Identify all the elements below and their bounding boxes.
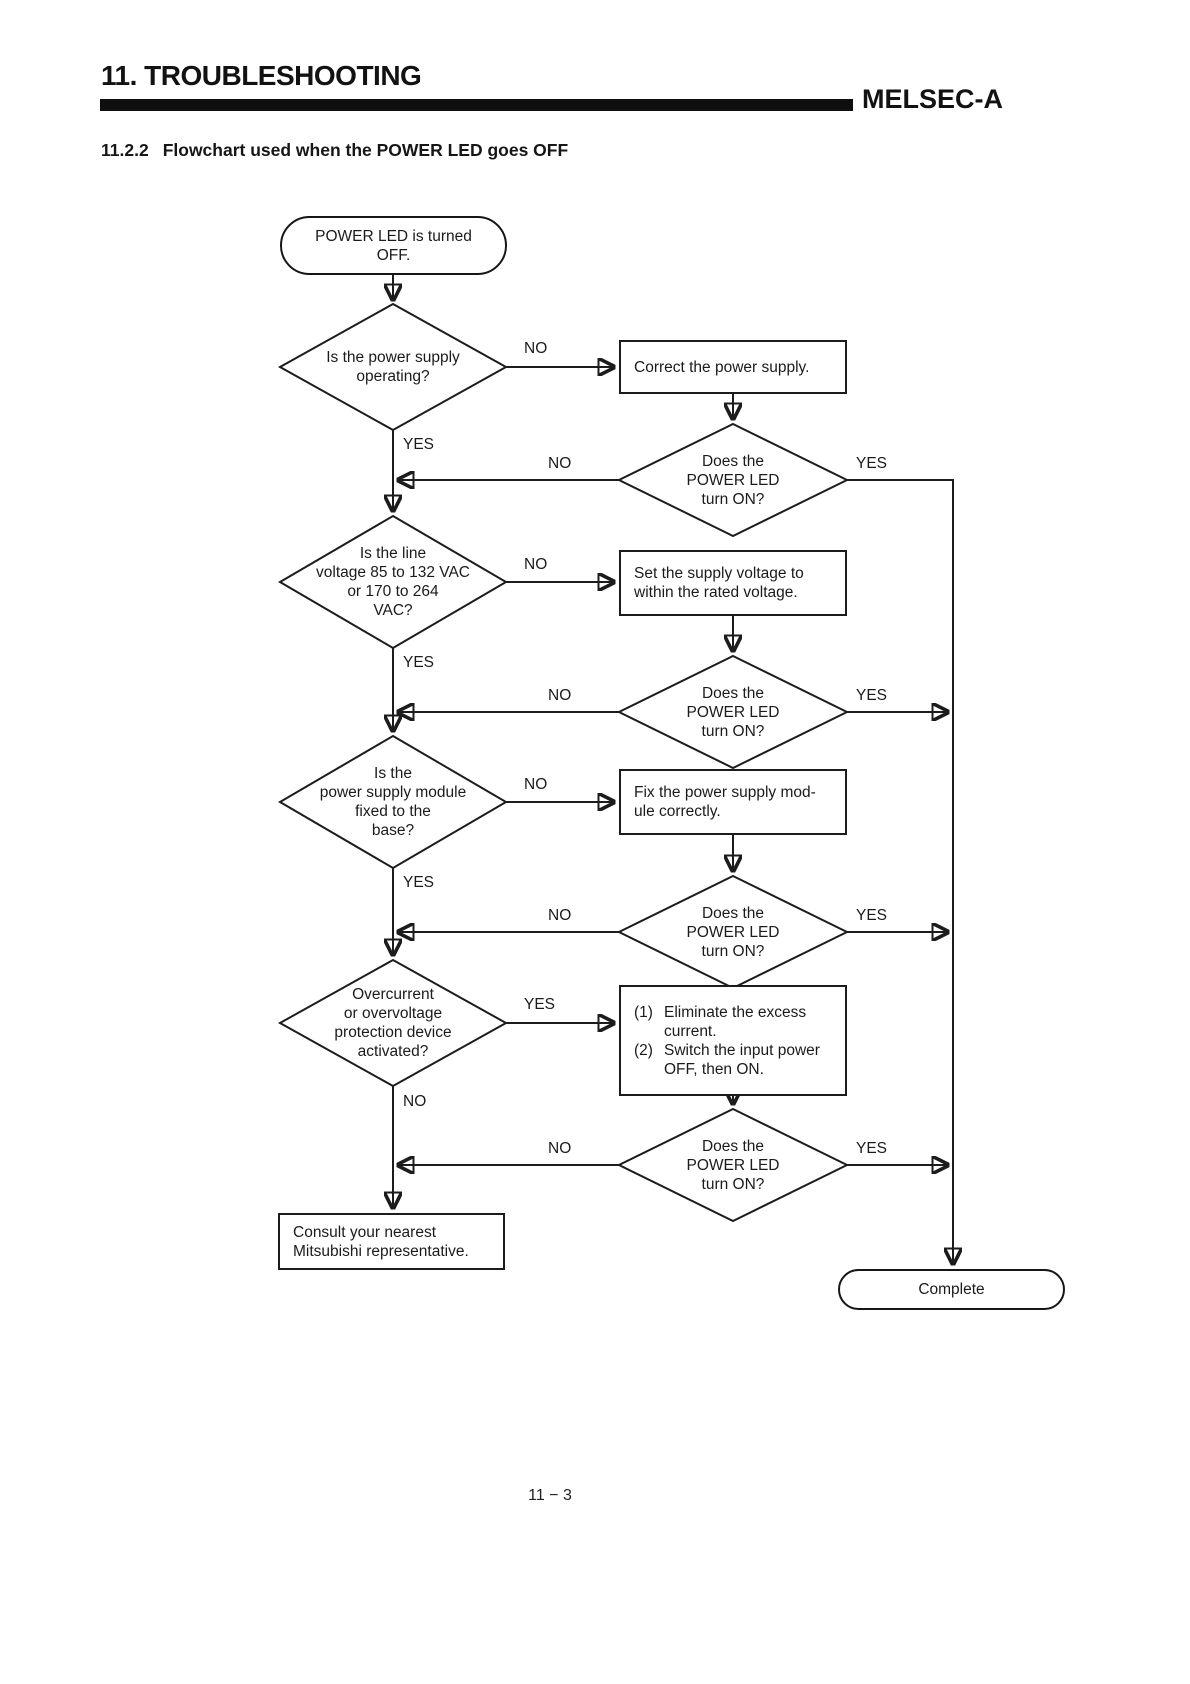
label-yes-does1: YES: [856, 455, 888, 472]
diamond-shape: [280, 304, 506, 430]
diamond-shape: [280, 516, 506, 648]
label-no-does4: NO: [548, 1140, 572, 1157]
label-yes-does3: YES: [856, 907, 888, 924]
decision-does-led-turn-on-2: Does the POWER LED turn ON?: [619, 656, 847, 768]
label-yes-does4: YES: [856, 1140, 888, 1157]
label-no-does2: NO: [548, 687, 572, 704]
diamond-shape: [280, 736, 506, 868]
terminator-power-led-off: POWER LED is turned OFF.: [280, 216, 507, 275]
diamond-shape: [619, 1109, 847, 1221]
section-title: 11.2.2 Flowchart used when the POWER LED …: [101, 140, 568, 161]
eliminate-step-1: (1) Eliminate the excess current.: [634, 1003, 807, 1040]
label-no-does1: NO: [548, 455, 572, 472]
decision-does-led-turn-on-4: Does the POWER LED turn ON?: [619, 1109, 847, 1221]
brand-melsec-a: MELSEC-A: [862, 84, 1003, 114]
edge-does1-yes-to-complete: [847, 479, 953, 1263]
process-eliminate-excess-current: (1) Eliminate the excess current. (2) Sw…: [619, 985, 847, 1096]
section-number: 11.2.2: [101, 140, 149, 160]
page-number: 11 − 3: [528, 1487, 572, 1504]
decision-does-led-turn-on-1: Does the POWER LED turn ON?: [619, 424, 847, 536]
process-fix-power-supply-module: Fix the power supply mod- ule correctly.: [619, 769, 847, 835]
diamond-shape: [619, 656, 847, 768]
chapter-title: 11. TROUBLESHOOTING: [101, 60, 422, 91]
label-yes-d2: YES: [403, 654, 435, 671]
label-yes-d3: YES: [403, 874, 435, 891]
header-rule: [100, 99, 853, 111]
label-no-d4: NO: [403, 1093, 427, 1110]
process-consult-mitsubishi: Consult your nearest Mitsubishi represen…: [278, 1213, 505, 1270]
decision-does-led-turn-on-3: Does the POWER LED turn ON?: [619, 876, 847, 988]
decision-module-fixed-to-base: Is the power supply module fixed to the …: [280, 736, 506, 868]
process-set-supply-voltage: Set the supply voltage to within the rat…: [619, 550, 847, 616]
label-yes-d1: YES: [403, 436, 435, 453]
diamond-shape: [619, 424, 847, 536]
label-no-d3: NO: [524, 776, 548, 793]
decision-protection-device-activated: Overcurrent or overvoltage protection de…: [280, 960, 506, 1086]
section-heading-text: Flowchart used when the POWER LED goes O…: [162, 140, 569, 160]
diamond-shape: [280, 960, 506, 1086]
label-no-d1: NO: [524, 340, 548, 357]
decision-line-voltage: Is the line voltage 85 to 132 VAC or 170…: [280, 516, 506, 648]
label-yes-does2: YES: [856, 687, 888, 704]
label-no-d2: NO: [524, 556, 548, 573]
label-yes-d4: YES: [524, 996, 556, 1013]
eliminate-step-2: (2) Switch the input power OFF, then ON.: [634, 1041, 820, 1078]
process-correct-power-supply: Correct the power supply.: [619, 340, 847, 394]
label-no-does3: NO: [548, 907, 572, 924]
terminator-complete: Complete: [838, 1269, 1065, 1310]
decision-power-supply-operating: Is the power supply operating?: [280, 304, 506, 430]
